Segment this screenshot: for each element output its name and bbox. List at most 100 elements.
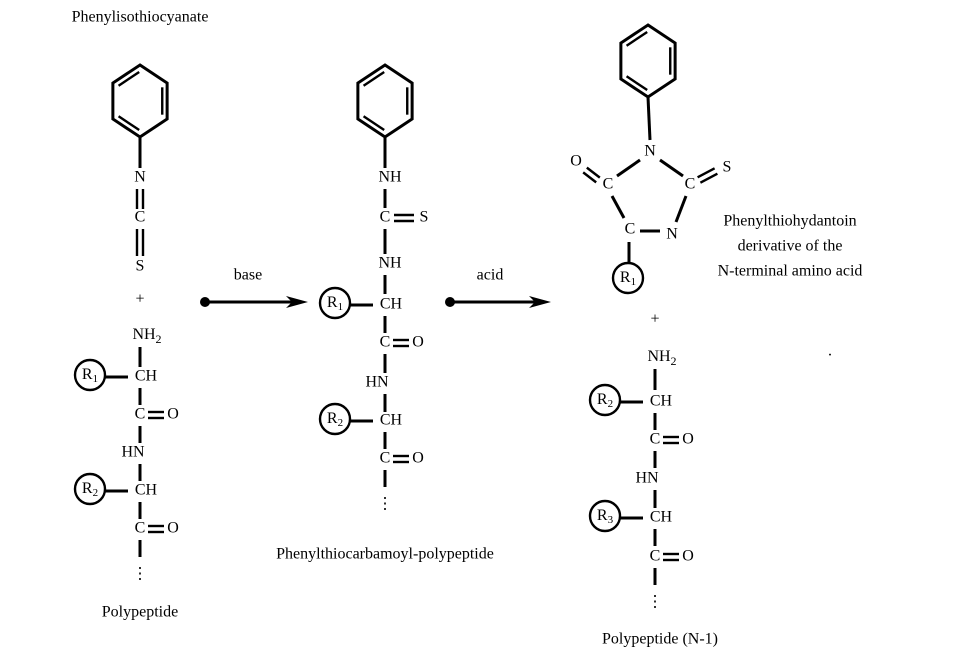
benzene-ring-intermediate: [356, 63, 414, 139]
r-group-label: R2: [82, 480, 98, 499]
carbonyl-bond: [393, 454, 409, 464]
bond: [659, 158, 684, 178]
stray-dot: .: [828, 343, 832, 360]
r-letter: R: [82, 366, 93, 383]
carbonyl-bond: [663, 552, 679, 562]
double-bond: [135, 229, 145, 256]
atom-ch: CH: [380, 412, 403, 429]
carbonyl-bond: [148, 524, 164, 534]
polypeptide-label: Polypeptide: [102, 604, 178, 621]
ring-double-bond: [362, 71, 385, 87]
atom-o: O: [412, 450, 424, 467]
r-letter: R: [597, 507, 608, 524]
r-subscript: 2: [338, 417, 344, 429]
bond-line: [582, 171, 597, 184]
atom-c: C: [380, 334, 391, 351]
r-letter: R: [620, 269, 631, 286]
atom-o: O: [570, 153, 582, 170]
atom-o: O: [412, 334, 424, 351]
r-group-1: R1: [611, 261, 645, 295]
amine-nh2: NH2: [647, 348, 676, 368]
arrow-head: [286, 296, 308, 308]
atom-s: S: [723, 159, 732, 176]
intermediate-label: Phenylthiocarbamoyl-polypeptide: [276, 546, 494, 563]
atom-hn: HN: [365, 374, 389, 391]
atom-ch: CH: [135, 368, 158, 385]
r-letter: R: [327, 410, 338, 427]
r-group-2: R2: [73, 472, 107, 506]
carbonyl-bond: [393, 338, 409, 348]
atom-ch: CH: [650, 393, 673, 410]
atom-hn: HN: [635, 470, 659, 487]
atom-n: N: [666, 226, 678, 243]
atom-nh: NH: [378, 255, 402, 272]
bond: [646, 96, 652, 141]
atom-o: O: [167, 406, 179, 423]
bond: [616, 158, 641, 178]
r-group-2: R2: [588, 383, 622, 417]
r-letter: R: [327, 294, 338, 311]
benzene-ring-reagent: [111, 63, 169, 139]
atom-o: O: [682, 548, 694, 565]
chain-continuation: ⋮: [647, 594, 663, 611]
r-group-circle: [588, 499, 622, 533]
r-group-2: R2: [318, 402, 352, 436]
atom-nh: NH: [378, 169, 402, 186]
chain-continuation: ⋮: [132, 566, 148, 583]
atom-c: C: [650, 548, 661, 565]
amine-nh2-main: NH: [132, 326, 156, 343]
atom-c: C: [135, 520, 146, 537]
double-bond: [582, 166, 601, 184]
product-peptide-label: Polypeptide (N-1): [602, 631, 718, 648]
r-subscript: 1: [631, 276, 637, 288]
plus-sign: +: [135, 291, 144, 308]
bond-line: [586, 166, 601, 179]
reaction-arrow-base: [200, 296, 308, 308]
atom-ch: CH: [650, 509, 673, 526]
atom-s: S: [420, 209, 429, 226]
bond: [674, 195, 688, 223]
carbonyl-bond: [148, 410, 164, 420]
r-group-label: R2: [597, 391, 613, 410]
atom-o: O: [682, 431, 694, 448]
amine-nh2: NH2: [132, 326, 161, 346]
r-letter: R: [82, 480, 93, 497]
plus-sign: +: [650, 311, 659, 328]
atom-c: C: [603, 176, 614, 193]
reagent-label: Phenylisothiocyanate: [72, 9, 209, 26]
atom-c: C: [650, 431, 661, 448]
ring-double-bond: [625, 75, 648, 91]
r-subscript: 2: [93, 487, 99, 499]
atom-s: S: [136, 258, 145, 275]
double-bond: [697, 167, 718, 184]
amine-nh2-subscript: 2: [156, 332, 162, 346]
ring-double-bond: [362, 115, 385, 131]
r-letter: R: [597, 391, 608, 408]
r-group-circle: [611, 261, 645, 295]
atom-c: C: [135, 209, 146, 226]
bond-line: [697, 167, 716, 179]
atom-c: C: [135, 406, 146, 423]
r-subscript: 3: [608, 514, 614, 526]
chain-continuation: ⋮: [377, 496, 393, 513]
double-bond: [135, 189, 145, 209]
ring-outline: [356, 63, 414, 139]
benzene-ring-pth: [619, 23, 677, 99]
r-group-3: R3: [588, 499, 622, 533]
atom-c: C: [685, 176, 696, 193]
r-subscript: 1: [93, 373, 99, 385]
reaction-arrow-acid: [445, 296, 551, 308]
r-group-label: R1: [620, 269, 636, 288]
amine-nh2-subscript: 2: [671, 354, 677, 368]
bond: [610, 195, 626, 219]
atom-c: C: [625, 221, 636, 238]
r-group-label: R2: [327, 410, 343, 429]
pth-label-line3: N-terminal amino acid: [718, 263, 863, 280]
r-group-circle: [73, 472, 107, 506]
r-group-label: R1: [82, 366, 98, 385]
r-group-circle: [73, 358, 107, 392]
ring-double-bond: [625, 31, 648, 47]
arrow-head: [529, 296, 551, 308]
amine-nh2-main: NH: [647, 348, 671, 365]
